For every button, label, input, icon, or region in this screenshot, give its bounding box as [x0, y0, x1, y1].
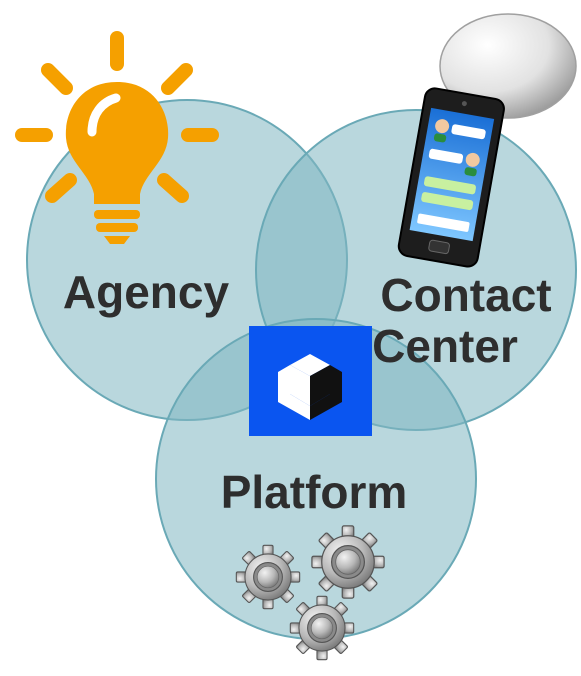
smartphone-chat-icon [397, 13, 577, 268]
platform-label: Platform [221, 466, 408, 518]
agency-label: Agency [63, 266, 230, 318]
lightbulb-icon [15, 31, 219, 244]
contact-center-label-line-1: Contact [380, 269, 551, 321]
cube-logo-icon [249, 326, 372, 436]
contact-center-label-line-2: Center [372, 320, 518, 372]
